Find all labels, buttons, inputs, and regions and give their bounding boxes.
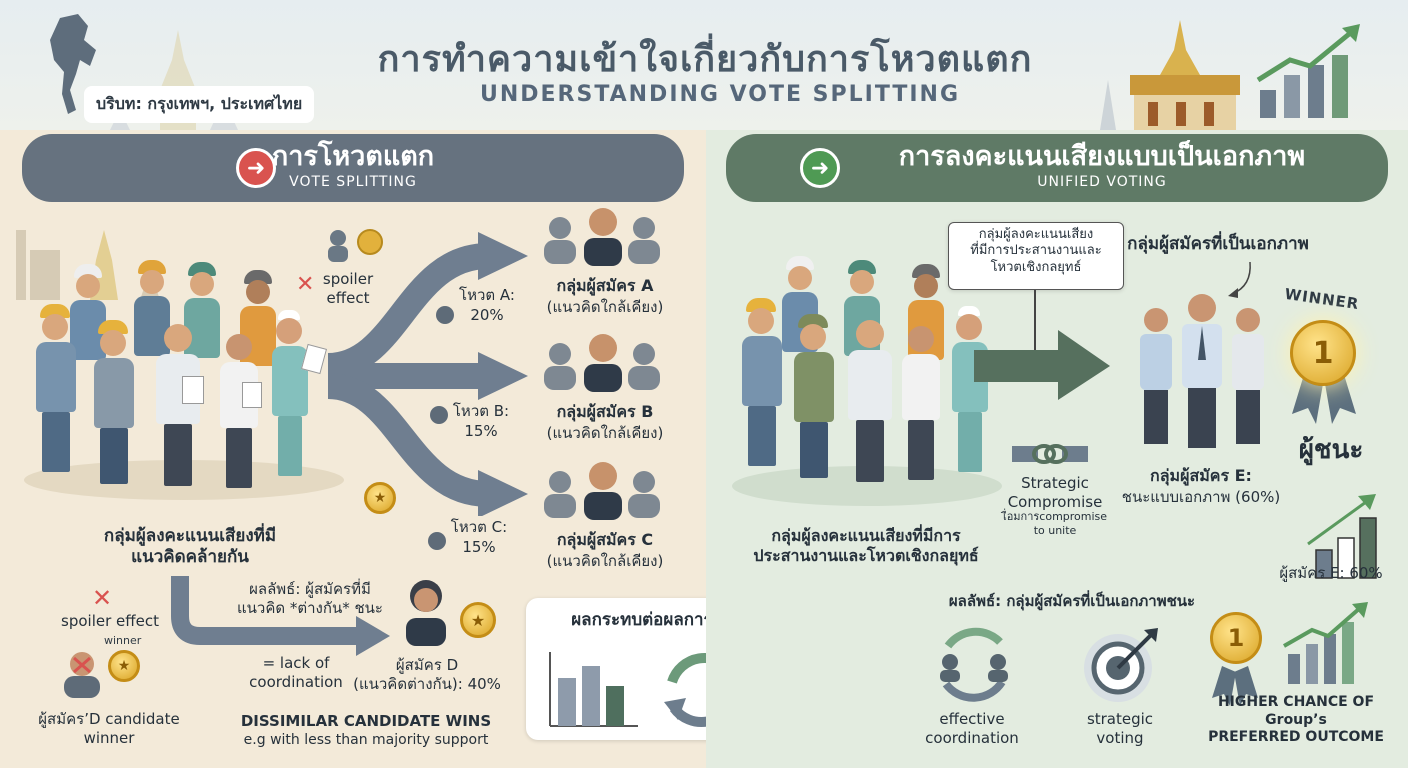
winner-small-label: winner: [104, 634, 142, 647]
splitting-arrows: [326, 232, 528, 516]
unified-arrow: [974, 330, 1110, 400]
arrow-right-icon: ➜: [236, 148, 276, 188]
unified-candidates-title: กลุ่มผู้สมัครที่เป็นเอกภาพ: [1127, 234, 1309, 254]
arrow-right-icon: ➜: [800, 148, 840, 188]
coordinated-voter-group-label: กลุ่มผู้ลงคะแนนเสียงที่มีการ ประสานงานแล…: [753, 526, 979, 565]
unified-voting-panel: ➜ การลงคะแนนเสียงแบบเป็นเอกภาพ UNIFIED V…: [706, 130, 1408, 768]
coordinated-voters-callout: กลุ่มผู้ลงคะแนนเสียง ที่มีการประสานงานแล…: [948, 222, 1124, 290]
curved-pointer-icon: [1228, 261, 1251, 298]
thailand-map-icon: [50, 14, 96, 114]
medal-icon: ★: [460, 602, 496, 638]
winner-label: WINNER: [1283, 284, 1361, 314]
candidate-group-icon: [544, 208, 660, 266]
page-title-en: UNDERSTANDING VOTE SPLITTING: [479, 82, 961, 107]
banner-title-th: การลงคะแนนเสียงแบบเป็นเอกภาพ: [898, 141, 1306, 172]
header: การทำความเข้าใจเกี่ยวกับการโหวตแตก UNDER…: [0, 0, 1408, 130]
cross-icon: ✕: [296, 272, 315, 297]
target-icon: [1084, 628, 1158, 702]
context-label: บริบท: กรุงเทพฯ, ประเทศไทย: [84, 86, 315, 123]
medal-icon: ★: [108, 650, 140, 682]
candidate-group-icon: [544, 462, 660, 520]
winner-medal-icon: 1: [1290, 320, 1356, 386]
candidate-group-a: กลุ่มผู้สมัคร A (แนวคิดใกล้เคียง): [530, 206, 690, 326]
banner-title-en: VOTE SPLITTING: [289, 174, 417, 190]
unified-result-label: ผลลัพธ์: กลุ่มผู้สมัครที่เป็นเอกภาพชนะ: [948, 592, 1196, 610]
loser-candidate-icon: [64, 652, 100, 698]
page-title-th: การทำความเข้าใจเกี่ยวกับการโหวตแตก: [377, 39, 1033, 80]
candidate-d-icon: [406, 580, 446, 646]
spoiler-effect-label-top: spoiler effect: [322, 270, 374, 307]
coordinated-voter-crowd: [732, 256, 1002, 506]
chain-link-icon: [1012, 444, 1088, 464]
vote-splitting-banner: ➜ การโหวตแตก VOTE SPLITTING: [22, 134, 684, 202]
result-arrow: [171, 576, 390, 656]
callout-pointer: [1034, 290, 1036, 350]
candidate-e-pct-label: ผู้สมัคร E: 60%: [1279, 564, 1383, 582]
spoiler-effect-label: spoiler effect: [61, 612, 159, 630]
person-icon: [428, 532, 446, 550]
growth-chart-icon: [1256, 24, 1360, 118]
dissimilar-wins-label: DISSIMILAR CANDIDATE WINS: [240, 712, 492, 730]
higher-chance-medal-icon: 1: [1210, 612, 1262, 664]
feature-strategic-voting: strategic voting: [1086, 710, 1154, 747]
banner-title-en: UNIFIED VOTING: [1037, 174, 1167, 190]
medal-icon: ★: [364, 482, 396, 514]
candidate-group-b: กลุ่มผู้สมัคร B (แนวคิดใกล้เคียง): [530, 332, 690, 452]
strategic-compromise-label: Strategic Compromise: [1007, 474, 1103, 511]
banner-title-th: การโหวตแตก: [271, 141, 435, 172]
cross-icon: ✕: [92, 584, 113, 612]
candidate-e-label: กลุ่มผู้สมัคร E:: [1150, 466, 1252, 485]
d-candidate-winner-label: ผู้สมัคร’D candidate winner: [38, 710, 180, 747]
person-icon: [436, 306, 454, 324]
candidate-group-icon: [544, 334, 660, 392]
voter-crowd: [24, 260, 344, 500]
grand-palace-icon: [1100, 20, 1240, 130]
winner-th-label: ผู้ชนะ: [1298, 435, 1364, 465]
feature-effective-coordination: effective coordination: [925, 710, 1019, 747]
unified-candidates-icon: [1140, 294, 1264, 448]
mini-voter-icon: [328, 229, 383, 262]
coordination-cycle-icon: [940, 627, 1008, 702]
rising-chart-icon: [1283, 602, 1368, 684]
strategic-compromise-sub: เื่อมการcompromise to unite: [1002, 510, 1108, 537]
result-label: ผลลัพธ์: ผู้สมัครที่มี แนวคิด *ต่างกัน* …: [237, 580, 383, 617]
person-icon: [430, 406, 448, 424]
lack-of-coordination-label: = lack of coordination: [249, 654, 343, 691]
dissimilar-sub-label: e.g with less than majority support: [243, 732, 489, 748]
candidate-e-sub: ชนะแบบเอกภาพ (60%): [1121, 488, 1281, 506]
voter-group-label: กลุ่มผู้ลงคะแนนเสียงที่มี แนวคิดคล้ายกัน: [103, 526, 277, 568]
unified-voting-banner: ➜ การลงคะแนนเสียงแบบเป็นเอกภาพ UNIFIED V…: [726, 134, 1388, 202]
higher-chance-label: HIGHER CHANCE OF Group’s PREFERRED OUTCO…: [1208, 694, 1384, 745]
growth-bars-icon: [1307, 494, 1377, 579]
candidate-d-label: ผู้สมัคร D (แนวคิดต่างกัน): 40%: [353, 656, 501, 693]
candidate-group-c: กลุ่มผู้สมัคร C (แนวคิดใกล้เคียง): [530, 460, 690, 580]
ribbon-icon: [1212, 666, 1258, 706]
